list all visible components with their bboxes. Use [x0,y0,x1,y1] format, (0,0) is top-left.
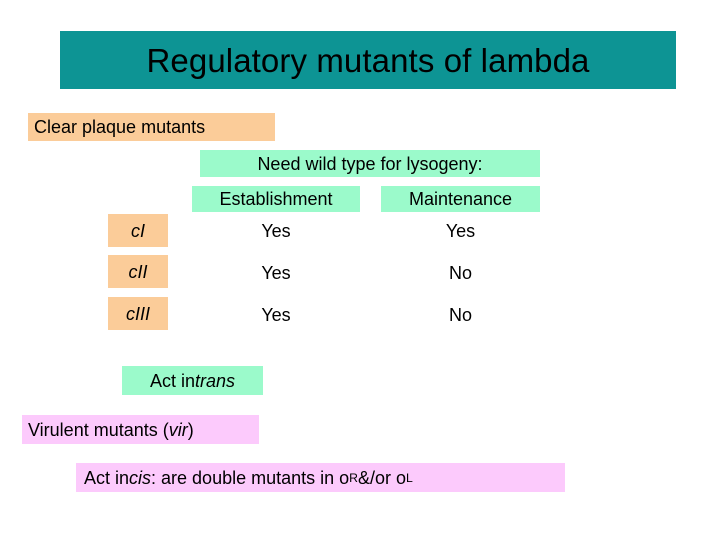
act-in-cis-prefix: Act in [84,467,130,488]
act-in-cis-middle-text: : are double mutants in o [151,467,350,488]
act-in-trans-note: Act in trans [122,366,263,395]
virulent-heading-suffix: ) [187,419,194,440]
table-cell-ci-establishment: Yes [261,221,291,241]
virulent-heading-prefix: Virulent mutants ( [28,419,169,440]
virulent-heading-italic-term: vir [168,419,188,440]
table-row-label-cii: cII [108,255,168,288]
table-row-label-ci: cI [108,214,168,247]
column-header-establishment: Establishment [192,186,360,212]
table-cell-cii-maintenance: No [448,263,472,283]
virulent-mutants-heading: Virulent mutants (vir) [22,415,259,444]
table-cell-ciii-maintenance: No [448,305,472,325]
act-in-trans-prefix: Act in [149,370,195,391]
act-in-trans-italic-term: trans [195,370,236,391]
act-in-cis-italic-term: cis [129,467,152,488]
column-header-maintenance: Maintenance [381,186,540,212]
page-title: Regulatory mutants of lambda [146,41,590,79]
clear-plaque-mutants-heading: Clear plaque mutants [28,113,275,141]
table-cell-cii-establishment: Yes [261,263,291,283]
act-in-cis-and-or-text: &/or o [358,467,407,488]
table-row-label-ciii: cIII [108,297,168,330]
table-cell-ciii-establishment: Yes [261,305,291,325]
title-band: Regulatory mutants of lambda [60,31,676,89]
need-wild-type-heading: Need wild type for lysogeny: [200,150,540,177]
table-cell-ci-maintenance: Yes [445,221,476,241]
